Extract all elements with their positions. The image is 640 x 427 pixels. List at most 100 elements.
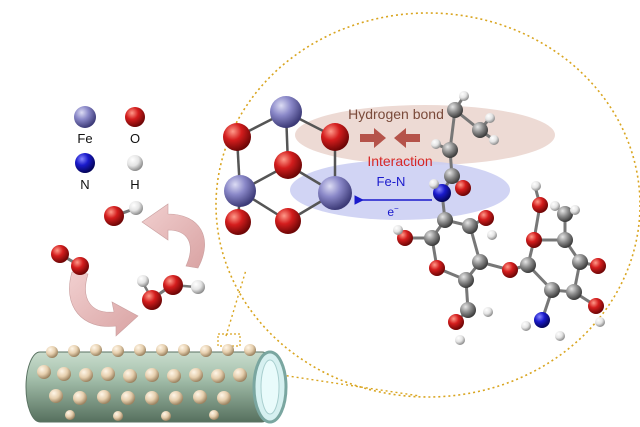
o-atom: [478, 210, 494, 226]
nanofiber: [25, 344, 288, 424]
fiber-bead: [167, 369, 181, 383]
fiber-bead: [68, 345, 80, 357]
c-atom: [557, 206, 573, 222]
o-atom: [321, 123, 349, 151]
hydroxyl-h-atom: [129, 201, 143, 215]
chitosan-molecule: [393, 91, 606, 345]
fiber-bead: [193, 390, 207, 404]
fiber-bead: [145, 368, 159, 382]
fiber-bead: [121, 391, 135, 405]
fiber-bead: [178, 344, 190, 356]
hbond-arrow-left: [394, 128, 420, 148]
fe-atom: [318, 176, 352, 210]
fiber-bead: [189, 368, 203, 382]
cycle-arrow-bottom: [69, 271, 139, 337]
legend-n-label: N: [80, 177, 89, 192]
o-atom: [455, 180, 471, 196]
fiber-bead: [244, 344, 256, 356]
h-atom: [489, 135, 499, 145]
fiber-bead: [211, 369, 225, 383]
peroxide-o-atom-1: [142, 290, 162, 310]
zoom-connector-bottom: [261, 371, 421, 397]
fiber-bead: [161, 411, 171, 421]
fe-atom: [270, 96, 302, 128]
c-atom: [557, 232, 573, 248]
peroxide-h-atom-2: [191, 280, 205, 294]
fiber-bead: [97, 390, 111, 404]
electron-label: e−: [387, 204, 399, 219]
fiber-bead: [200, 345, 212, 357]
fiber-bead: [169, 391, 183, 405]
o-atom: [225, 209, 251, 235]
c-atom: [462, 218, 478, 234]
h-atom: [595, 317, 605, 327]
h-atom: [487, 230, 497, 240]
c-atom: [458, 272, 474, 288]
h-atom: [429, 179, 439, 189]
o2-atom-2: [71, 257, 89, 275]
h-atom: [483, 307, 493, 317]
hydrogen-bond-label: Hydrogen bond: [348, 106, 444, 122]
o2-atom-1: [51, 245, 69, 263]
fiber-beads: [37, 344, 256, 421]
h-atom: [485, 113, 495, 123]
o-atom: [502, 262, 518, 278]
atom-legend: Fe O N H: [74, 106, 145, 192]
hydroxyl-molecule: [104, 201, 143, 226]
h-atom: [570, 205, 580, 215]
legend-o-label: O: [130, 131, 140, 146]
cycle-arrow-top: [141, 203, 205, 269]
hbond-arrow-right: [360, 128, 386, 148]
fiber-bead: [46, 346, 58, 358]
hydroxyl-o-atom: [104, 206, 124, 226]
o-atom: [429, 260, 445, 276]
c-atom: [566, 284, 582, 300]
fiber-bead: [222, 344, 234, 356]
fe-atom: [224, 175, 256, 207]
c-atom: [460, 302, 476, 318]
c-atom: [572, 254, 588, 270]
legend-o-atom: [125, 107, 145, 127]
o-atom: [274, 151, 302, 179]
c-atom: [424, 230, 440, 246]
c-atom: [544, 282, 560, 298]
o-atom: [448, 314, 464, 330]
oxygen-molecule: [51, 245, 89, 275]
n-atom: [534, 312, 550, 328]
peroxide-h-atom-1: [137, 275, 149, 287]
c-atom: [444, 168, 460, 184]
peroxide-molecule: [137, 275, 205, 310]
fiber-bead: [90, 344, 102, 356]
h-atom: [459, 91, 469, 101]
o-atom: [223, 123, 251, 151]
legend-h-label: H: [130, 177, 139, 192]
fiber-bead: [73, 391, 87, 405]
fiber-bead: [112, 345, 124, 357]
c-atom: [437, 212, 453, 228]
o-atom: [275, 208, 301, 234]
o-atom: [532, 197, 548, 213]
reaction-cycle-arrows: [69, 203, 205, 337]
fiber-bead: [101, 367, 115, 381]
c-atom: [442, 142, 458, 158]
zoom-connector-top: [225, 269, 247, 337]
c-atom: [447, 102, 463, 118]
legend-fe-atom: [74, 106, 96, 128]
fiber-bead: [57, 367, 71, 381]
fiber-bead: [65, 410, 75, 420]
fiber-body: [25, 351, 277, 423]
peroxide-o-atom-2: [163, 275, 183, 295]
fiber-bead: [217, 391, 231, 405]
fiber-bead: [123, 369, 137, 383]
fiber-bead: [233, 368, 247, 382]
fiber-bead: [79, 368, 93, 382]
h-atom: [531, 181, 541, 191]
h-atom: [455, 335, 465, 345]
iron-oxide-cluster: [223, 96, 352, 235]
interaction-label: Interaction: [367, 153, 432, 169]
c-atom: [472, 254, 488, 270]
fiber-bead: [209, 410, 219, 420]
fiber-bead: [37, 365, 51, 379]
o-atom: [526, 232, 542, 248]
c-atom: [520, 257, 536, 273]
